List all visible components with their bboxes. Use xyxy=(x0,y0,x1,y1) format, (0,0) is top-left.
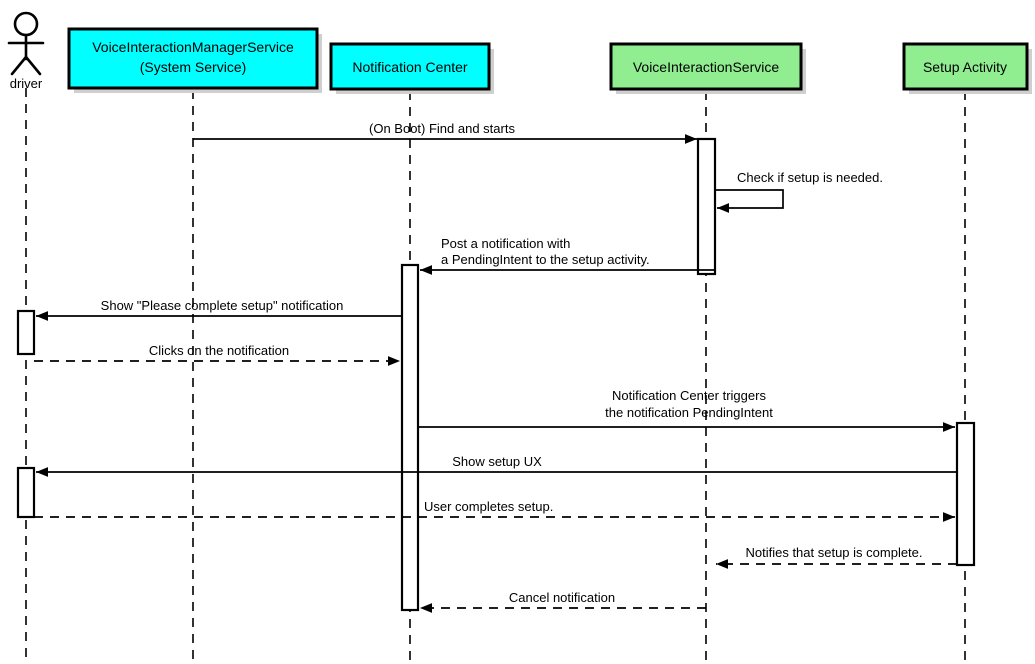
participant-voiceinteractionmanagerservice[interactable]: VoiceInteractionManagerService (System S… xyxy=(67,27,322,93)
message-label-line1: Notification Center triggers xyxy=(612,388,766,403)
message-label: Show "Please complete setup" notificatio… xyxy=(101,298,344,313)
participant-box xyxy=(67,27,319,90)
actor-driver-label: driver xyxy=(10,76,43,91)
message-label-line2: the notification PendingIntent xyxy=(605,405,773,420)
message-label: Show setup UX xyxy=(452,454,542,469)
activation-bar-setup-activity xyxy=(955,421,976,567)
message-cancel-notification: Cancel notification xyxy=(420,590,706,613)
participant-setup-activity[interactable]: Setup Activity xyxy=(902,42,1032,94)
message-notifies-that-setup-is-complete: Notifies that setup is complete. xyxy=(716,545,957,569)
message-user-completes-setup: User completes setup. xyxy=(34,499,955,522)
message-label: Cancel notification xyxy=(509,590,615,605)
message-on-boot-find-and-starts: (On Boot) Find and starts xyxy=(193,121,697,144)
message-check-if-setup-is-needed: Check if setup is needed. xyxy=(716,170,883,213)
activation-bar-notification-center xyxy=(400,263,420,612)
participant-label-line1: VoiceInteractionService xyxy=(633,59,780,75)
activation-bar-voiceinteractionservice xyxy=(696,137,717,276)
message-label: Check if setup is needed. xyxy=(737,170,883,185)
message-self-call-path xyxy=(716,189,784,213)
actor-head-icon xyxy=(13,11,39,37)
message-post-a-notification: Post a notification with a PendingIntent… xyxy=(420,236,715,275)
participant-box xyxy=(609,42,803,91)
actor-leg-left-icon xyxy=(10,55,28,76)
activation-bar-driver-2 xyxy=(16,466,36,519)
participant-label-line2: (System Service) xyxy=(140,59,247,75)
participant-box xyxy=(329,42,491,91)
actor-driver[interactable]: driver xyxy=(7,11,45,91)
participant-label-line1: Notification Center xyxy=(352,59,468,75)
message-show-setup-ux: Show setup UX xyxy=(36,454,957,477)
participant-notification-center[interactable]: Notification Center xyxy=(329,42,494,94)
message-label: (On Boot) Find and starts xyxy=(369,121,515,136)
activation-bar-driver-1 xyxy=(16,309,36,356)
message-label: Notifies that setup is complete. xyxy=(745,545,922,560)
message-label: User completes setup. xyxy=(424,499,553,514)
participant-box xyxy=(902,42,1029,91)
message-show-please-complete-setup-notification: Show "Please complete setup" notificatio… xyxy=(36,298,402,321)
participant-label-line1: VoiceInteractionManagerService xyxy=(92,39,294,55)
message-notification-center-triggers-pendingintent: Notification Center triggers the notific… xyxy=(418,388,955,432)
message-clicks-on-the-notification: Clicks on the notification xyxy=(34,343,400,366)
actor-leg-right-icon xyxy=(24,55,42,76)
message-label-line1: Post a notification with xyxy=(441,236,570,251)
message-label: Clicks on the notification xyxy=(149,343,289,358)
participant-label-line1: Setup Activity xyxy=(923,59,1007,75)
message-label-line2: a PendingIntent to the setup activity. xyxy=(441,252,650,267)
participant-voiceinteractionservice[interactable]: VoiceInteractionService xyxy=(609,42,806,94)
